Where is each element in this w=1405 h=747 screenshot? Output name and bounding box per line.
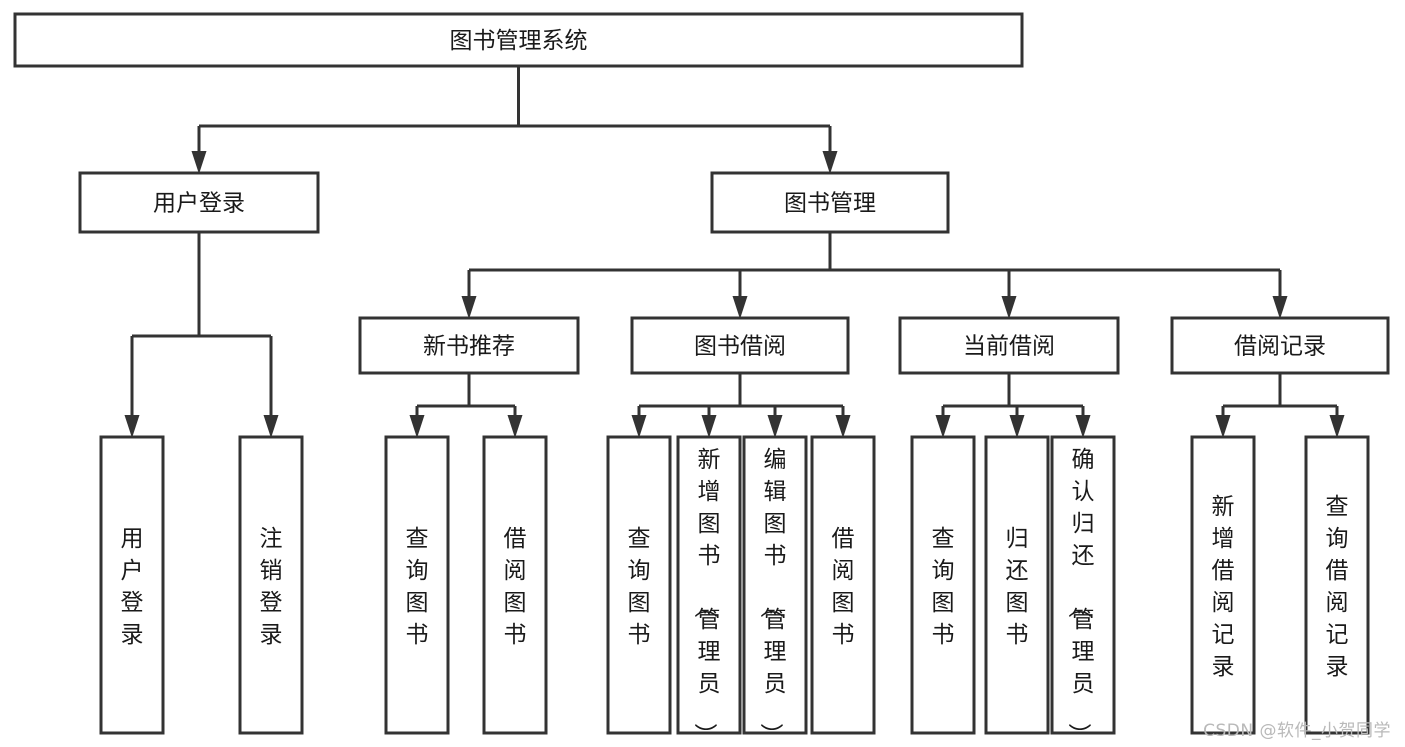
node-label-leaf-query-book-borrow: 查询图书 <box>628 526 651 648</box>
connector-group-borrow-record <box>1215 373 1345 438</box>
node-box-leaf-user-login <box>99 435 165 735</box>
node-leaf-borrow-book[interactable]: 借阅图书 <box>810 435 876 735</box>
nodes-layer: 图书管理系统用户登录图书管理新书推荐图书借阅当前借阅借阅记录用户登录注销登录查询… <box>13 12 1390 746</box>
node-label-user-login: 用户登录 <box>153 191 245 217</box>
node-leaf-query-book-recommend[interactable]: 查询图书 <box>384 435 450 735</box>
node-leaf-user-login[interactable]: 用户登录 <box>99 435 165 735</box>
node-borrow-record[interactable]: 借阅记录 <box>1170 316 1390 375</box>
node-leaf-query-book-borrow[interactable]: 查询图书 <box>606 435 672 735</box>
node-book-borrow[interactable]: 图书借阅 <box>630 316 850 375</box>
node-leaf-logout[interactable]: 注销登录 <box>238 435 304 735</box>
connector-group-book-borrow <box>631 373 851 438</box>
node-box-root <box>13 12 1024 68</box>
node-box-leaf-logout <box>238 435 304 735</box>
node-new-book-recommend[interactable]: 新书推荐 <box>358 316 580 375</box>
node-label-leaf-borrow-book: 借阅图书 <box>832 526 855 648</box>
node-label-leaf-return-book: 归还图书 <box>1006 526 1029 648</box>
node-leaf-query-record[interactable]: 查询借阅记录 <box>1304 435 1370 735</box>
node-label-leaf-borrow-book-recommend: 借阅图书 <box>504 526 527 648</box>
node-label-leaf-query-book-recommend: 查询图书 <box>406 526 429 648</box>
node-box-book-borrow <box>630 316 850 375</box>
node-label-leaf-edit-book: 编辑图书（管理员） <box>758 447 787 746</box>
node-user-login[interactable]: 用户登录 <box>78 171 320 234</box>
node-box-leaf-query-book-current <box>910 435 976 735</box>
node-leaf-borrow-book-recommend[interactable]: 借阅图书 <box>482 435 548 735</box>
node-box-leaf-query-record <box>1304 435 1370 735</box>
connector-group-user-login <box>124 232 279 438</box>
node-box-leaf-confirm-return <box>1050 435 1116 735</box>
connectors-layer <box>124 66 1345 438</box>
node-box-borrow-record <box>1170 316 1390 375</box>
connector-group-root <box>191 66 838 174</box>
node-box-leaf-add-record <box>1190 435 1256 735</box>
node-label-new-book-recommend: 新书推荐 <box>423 334 515 360</box>
node-box-leaf-query-book-recommend <box>384 435 450 735</box>
node-label-root: 图书管理系统 <box>450 28 588 54</box>
node-label-leaf-confirm-return: 确认归还（管理员） <box>1066 447 1095 746</box>
node-book-manage[interactable]: 图书管理 <box>710 171 950 234</box>
connector-group-current-borrow <box>935 373 1091 438</box>
node-label-leaf-logout: 注销登录 <box>260 526 283 648</box>
node-box-leaf-add-book <box>676 435 742 735</box>
node-label-leaf-query-book-current: 查询图书 <box>932 526 955 648</box>
node-label-leaf-user-login: 用户登录 <box>121 526 144 648</box>
node-label-leaf-add-record: 新增借阅记录 <box>1212 494 1235 680</box>
node-leaf-add-record[interactable]: 新增借阅记录 <box>1190 435 1256 735</box>
node-label-leaf-query-record: 查询借阅记录 <box>1326 494 1349 680</box>
node-leaf-return-book[interactable]: 归还图书 <box>984 435 1050 735</box>
node-box-leaf-borrow-book <box>810 435 876 735</box>
node-label-leaf-add-book: 新增图书（管理员） <box>692 447 721 746</box>
node-leaf-query-book-current[interactable]: 查询图书 <box>910 435 976 735</box>
node-box-user-login <box>78 171 320 234</box>
node-label-book-manage: 图书管理 <box>784 191 876 217</box>
connector-group-new-book-recommend <box>409 373 523 438</box>
node-root[interactable]: 图书管理系统 <box>13 12 1024 68</box>
node-box-leaf-query-book-borrow <box>606 435 672 735</box>
node-label-borrow-record: 借阅记录 <box>1234 334 1326 360</box>
connector-group-book-manage <box>461 232 1288 319</box>
node-leaf-add-book[interactable]: 新增图书（管理员） <box>676 435 742 746</box>
node-box-new-book-recommend <box>358 316 580 375</box>
node-box-current-borrow <box>898 316 1120 375</box>
node-box-leaf-borrow-book-recommend <box>482 435 548 735</box>
node-label-current-borrow: 当前借阅 <box>963 334 1055 360</box>
node-current-borrow[interactable]: 当前借阅 <box>898 316 1120 375</box>
node-label-book-borrow: 图书借阅 <box>694 334 786 360</box>
node-box-book-manage <box>710 171 950 234</box>
node-box-leaf-return-book <box>984 435 1050 735</box>
node-leaf-confirm-return[interactable]: 确认归还（管理员） <box>1050 435 1116 746</box>
node-box-leaf-edit-book <box>742 435 808 735</box>
node-leaf-edit-book[interactable]: 编辑图书（管理员） <box>742 435 808 746</box>
